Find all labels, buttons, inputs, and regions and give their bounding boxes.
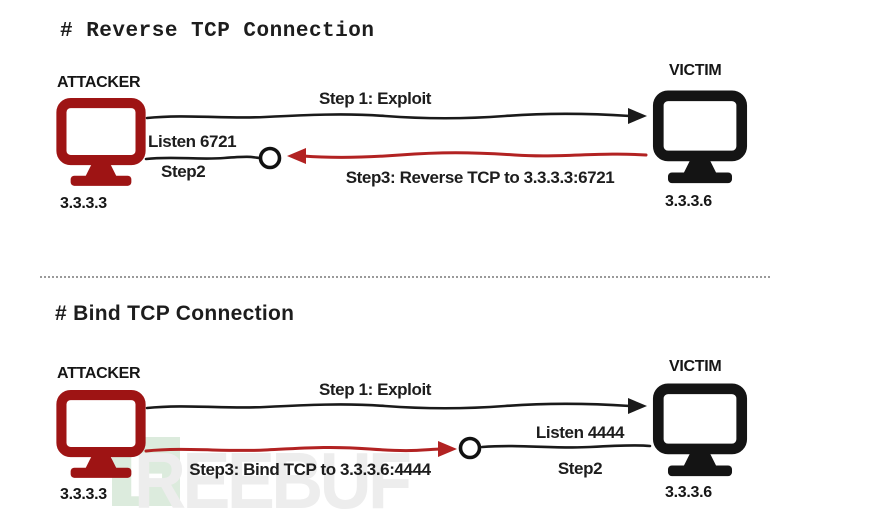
step1-exploit-label: Step 1: Exploit [318, 380, 432, 399]
step3-reverse-tcp-label: Step3: Reverse TCP to 3.3.3.3:6721 [345, 168, 615, 187]
step1-exploit-label: Step 1: Exploit [318, 89, 432, 108]
freebuf-watermark-text: REEBUF [134, 436, 412, 522]
step2-label: Step2 [161, 162, 206, 181]
section-title-bind-tcp: # Bind TCP Connection [55, 302, 295, 325]
listen-line [144, 146, 282, 170]
attacker-ip: 3.3.3.3 [60, 195, 107, 212]
section-divider [40, 276, 770, 278]
step3-bind-tcp-label: Step3: Bind TCP to 3.3.3.6:4444 [189, 460, 431, 479]
attacker-monitor-icon [55, 387, 147, 484]
attacker-monitor-icon [55, 95, 147, 192]
victim-ip: 3.3.3.6 [665, 484, 712, 501]
exploit-arrow [145, 108, 647, 124]
exploit-arrow [145, 398, 647, 414]
victim-label: VICTIM [669, 358, 722, 375]
attacker-label: ATTACKER [57, 365, 141, 382]
victim-monitor-icon [650, 90, 750, 187]
listen-line [458, 436, 652, 460]
section-title-reverse-tcp: # Reverse TCP Connection [60, 20, 375, 43]
listener-socket-circle [458, 436, 482, 460]
attacker-ip: 3.3.3.3 [60, 486, 107, 503]
listen-port-label: Listen 6721 [148, 132, 237, 151]
attacker-label: ATTACKER [57, 74, 141, 91]
victim-ip: 3.3.3.6 [665, 193, 712, 210]
victim-label: VICTIM [669, 62, 722, 79]
victim-monitor-icon [650, 383, 750, 480]
bind-tcp-arrow [144, 441, 457, 457]
listener-socket-circle [258, 146, 282, 170]
reverse-tcp-arrow [287, 148, 648, 164]
step2-label: Step2 [557, 459, 603, 478]
listen-port-label: Listen 4444 [535, 423, 625, 442]
